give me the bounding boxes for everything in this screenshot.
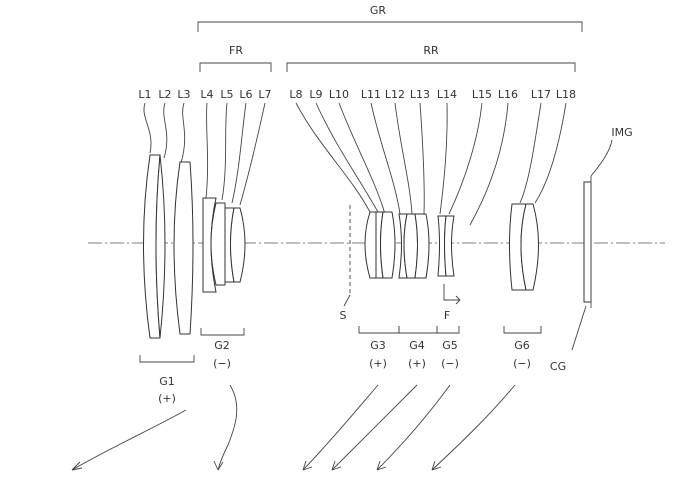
stop-label: S xyxy=(340,309,347,322)
movement-arrows xyxy=(71,384,516,471)
g4-name: G4 xyxy=(409,339,425,352)
lens-label-l5: L5 xyxy=(220,88,233,101)
lens-label-l7: L7 xyxy=(258,88,271,101)
cg-leader xyxy=(571,305,587,351)
lens-l10 xyxy=(380,211,396,279)
focus-arrow xyxy=(443,284,461,305)
lens-label-row: L1 L2 L3 L4 L5 L6 L7 L8 L9 L10 L11 L12 L… xyxy=(138,88,576,101)
g1-bracket xyxy=(139,355,195,363)
rr-label: RR xyxy=(423,44,439,57)
lens-label-l12: L12 xyxy=(385,88,405,101)
cover-glass xyxy=(583,176,592,308)
g1-movement-arrow xyxy=(71,409,187,471)
lens-label-l17: L17 xyxy=(531,88,551,101)
lens-l5 xyxy=(210,202,226,286)
g2-sign: (−) xyxy=(213,357,231,370)
rr-bracket xyxy=(286,62,576,72)
lens-label-l14: L14 xyxy=(437,88,457,101)
g4-movement-arrow xyxy=(331,384,418,471)
lens-label-l2: L2 xyxy=(158,88,171,101)
g1-sign: (+) xyxy=(158,392,176,405)
lens-group-g1 xyxy=(143,154,194,339)
g3-movement-arrow xyxy=(302,384,379,471)
lens-l8 xyxy=(364,211,377,279)
lens-l3 xyxy=(173,161,194,335)
g6-sign: (−) xyxy=(513,357,531,370)
lens-label-l13: L13 xyxy=(410,88,430,101)
lens-l15 xyxy=(444,215,455,277)
gr-bracket xyxy=(197,21,583,32)
lens-group-g3 xyxy=(364,211,396,279)
lens-label-l18: L18 xyxy=(556,88,576,101)
g6-movement-arrow xyxy=(431,384,516,471)
lens-l12 xyxy=(403,213,418,279)
lens-l17 xyxy=(520,203,539,291)
g2-movement-arrow xyxy=(217,384,238,471)
g5-sign: (−) xyxy=(441,357,459,370)
g5-movement-arrow xyxy=(376,384,451,471)
stop-leader xyxy=(343,294,351,307)
g2-name: G2 xyxy=(214,339,230,352)
g4-sign: (+) xyxy=(408,357,426,370)
cover-glass-label: CG xyxy=(550,360,566,373)
g1-name: G1 xyxy=(159,375,175,388)
g3-name: G3 xyxy=(370,339,386,352)
g4-bracket xyxy=(398,326,438,334)
image-label: IMG xyxy=(611,126,632,139)
lens-label-l16: L16 xyxy=(498,88,518,101)
lens-l7 xyxy=(230,207,246,283)
lens-label-l11: L11 xyxy=(361,88,381,101)
g3-sign: (+) xyxy=(369,357,387,370)
g6-name: G6 xyxy=(514,339,530,352)
lens-label-l4: L4 xyxy=(200,88,213,101)
gr-label: GR xyxy=(370,4,387,17)
focus-label: F xyxy=(444,309,450,322)
lens-label-l6: L6 xyxy=(239,88,252,101)
g3-bracket xyxy=(358,326,400,334)
fr-label: FR xyxy=(229,44,243,57)
lens-l13 xyxy=(414,213,430,279)
fr-bracket xyxy=(199,62,272,72)
lens-label-l10: L10 xyxy=(329,88,349,101)
g2-bracket xyxy=(200,328,245,336)
lens-label-l15: L15 xyxy=(472,88,492,101)
lens-group-g6 xyxy=(509,203,539,291)
lens-group-g4 xyxy=(398,213,430,279)
lens-group-g2 xyxy=(202,197,246,293)
lens-label-l1: L1 xyxy=(138,88,151,101)
lens-label-l3: L3 xyxy=(177,88,190,101)
lens-label-l8: L8 xyxy=(289,88,302,101)
lens-l2 xyxy=(155,154,166,339)
g5-name: G5 xyxy=(442,339,458,352)
g5-bracket xyxy=(436,326,460,334)
lens-label-l9: L9 xyxy=(309,88,322,101)
leader-lines xyxy=(143,102,613,226)
g6-bracket xyxy=(503,326,542,334)
lens-group-g5 xyxy=(437,215,455,277)
